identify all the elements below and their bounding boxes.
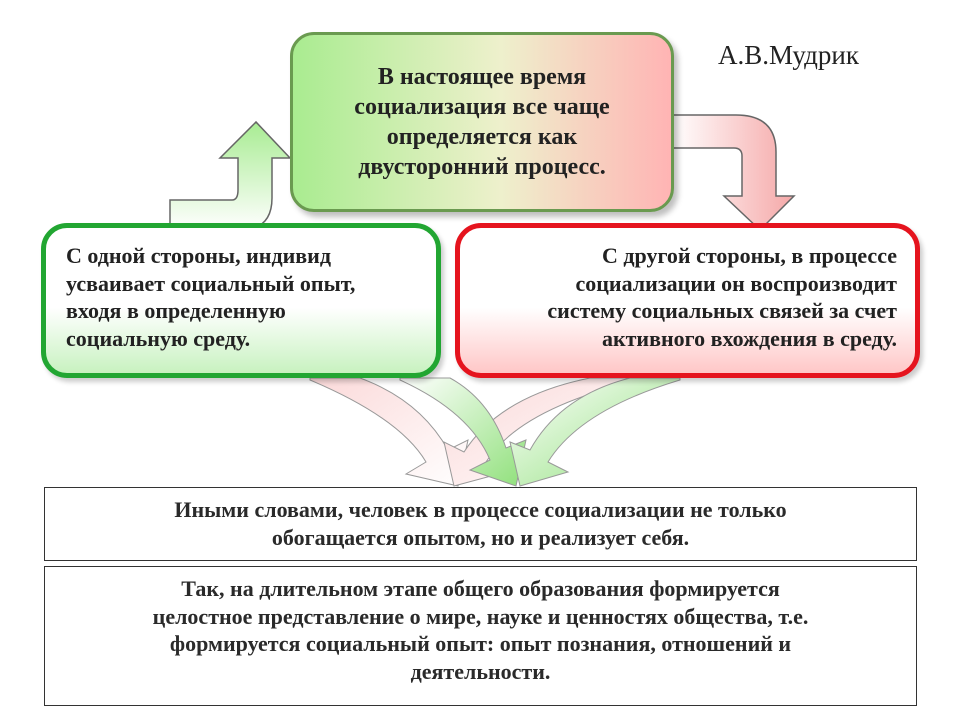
down-arrow-pink [671, 114, 796, 232]
summary-line-2: обогащается опытом, но и реализует себя. [271, 524, 690, 550]
example-line-4: деятельности. [410, 658, 551, 684]
example-line-2: целостное представление о мире, науке и … [152, 603, 809, 629]
example-box: Так, на длительном этапе общего образова… [44, 566, 917, 706]
cross-arrow-green [399, 377, 527, 487]
top-statement-box: В настоящее время социализация все чаще … [290, 32, 674, 212]
left-line-1: С одной стороны, индивид [66, 243, 331, 268]
right-line-1: С другой стороны, в процессе [601, 243, 897, 268]
summary-line-1: Иными словами, человек в процессе социал… [174, 497, 787, 522]
right-side-box: С другой стороны, в процессе социализаци… [455, 223, 920, 378]
top-line-1: В настоящее время [377, 64, 587, 90]
left-line-4: социальную среду. [66, 325, 251, 351]
right-line-4: активного вхождения в среду. [601, 325, 897, 351]
summary-box: Иными словами, человек в процессе социал… [44, 487, 917, 561]
example-line-1: Так, на длительном этапе общего образова… [181, 576, 780, 601]
author-label: А.В.Мудрик [718, 40, 859, 70]
top-line-4: двусторонний процесс. [358, 154, 606, 180]
left-line-3: входя в определенную [66, 298, 286, 323]
right-line-2: социализации он воспроизводит [575, 270, 897, 296]
right-line-3: систему социальных связей за счет [547, 298, 897, 323]
cross-arrow-green-2 [509, 377, 681, 487]
cross-arrow-pink [309, 377, 469, 487]
left-line-2: усваивает социальный опыт, [66, 270, 356, 296]
top-line-3: определяется как [386, 124, 578, 150]
left-side-box: С одной стороны, индивид усваивает социа… [41, 223, 441, 378]
top-line-2: социализация все чаще [354, 94, 610, 120]
up-arrow-green [169, 120, 292, 231]
example-line-3: формируется социальный опыт: опыт познан… [169, 631, 792, 656]
